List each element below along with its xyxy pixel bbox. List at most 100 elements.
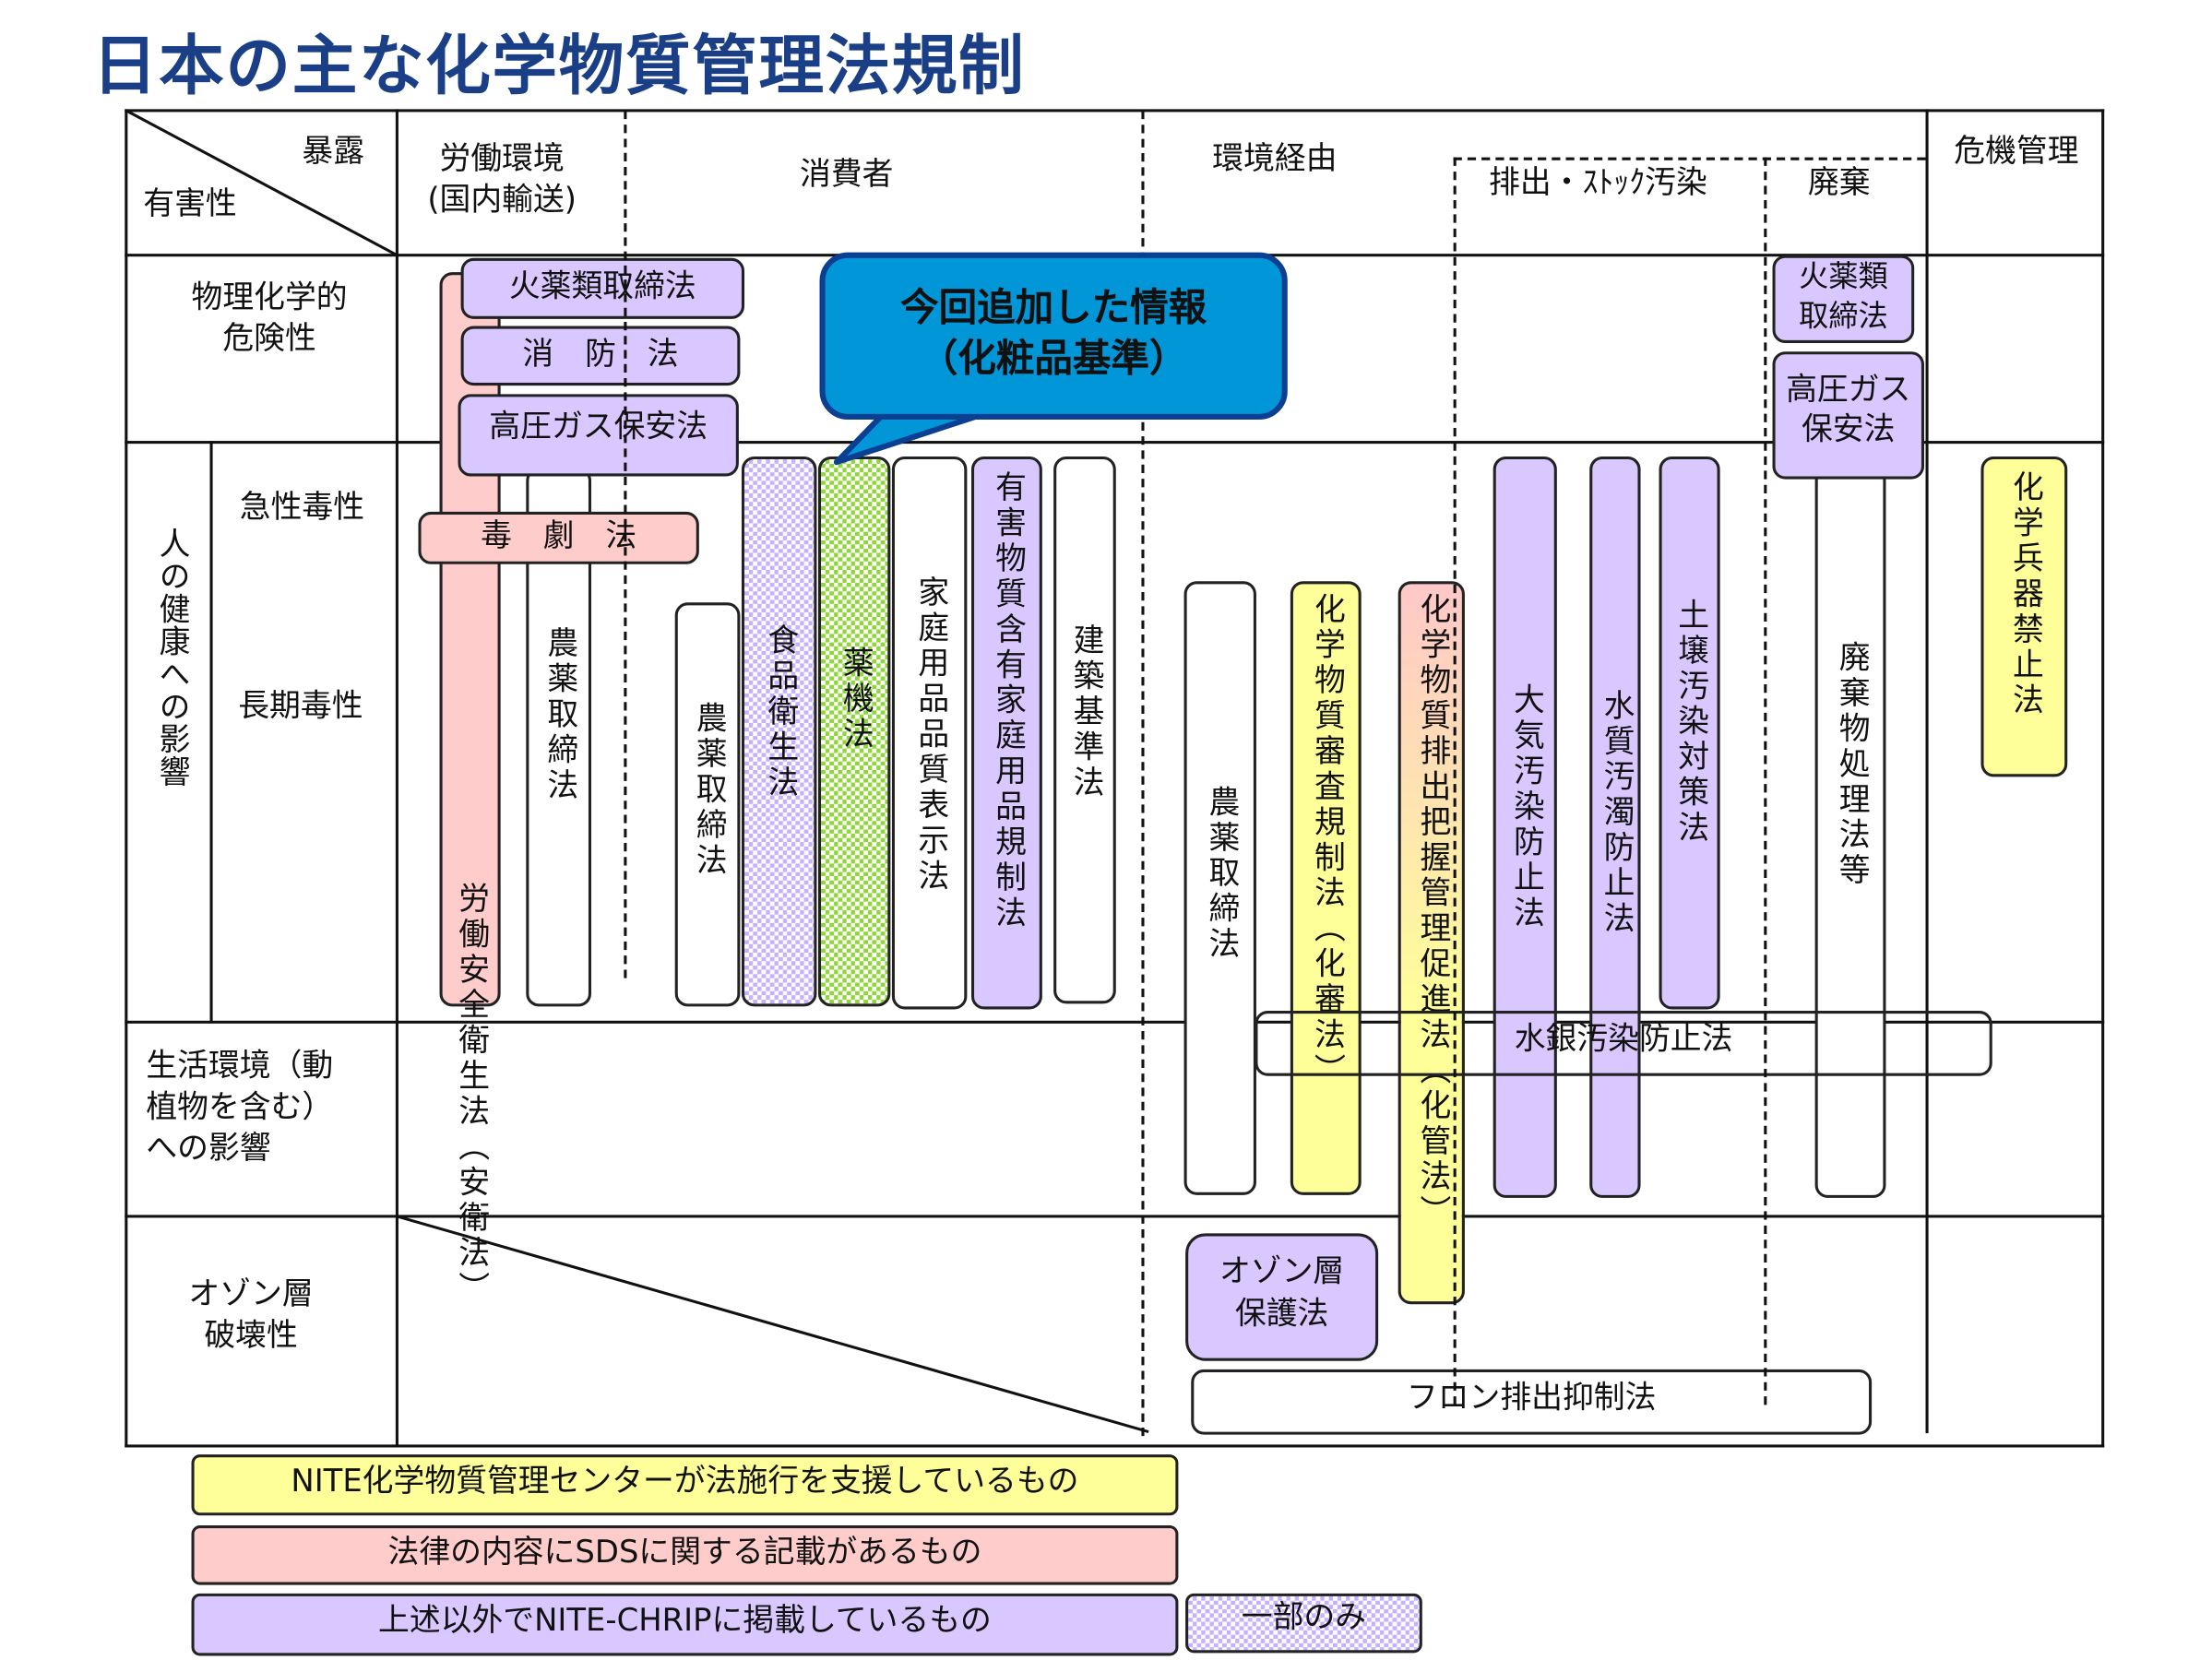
dashed-divider-emission — [1453, 157, 1457, 1405]
law-label: 水銀汚染防止法 — [1514, 1022, 1733, 1058]
header-emission: 排出・ｽﾄｯｸ汚染 — [1489, 165, 1707, 202]
legend-purple: 上述以外でNITE-CHRIPに掲載しているもの — [191, 1593, 1179, 1656]
law-label: 労働安全衛生法（安衛法） — [453, 882, 489, 1308]
crisis-column-divider — [1925, 109, 1929, 1434]
page-title: 日本の主な化学物質管理法規制 — [91, 27, 1026, 104]
law-label: 化学物質審査規制法（化審法） — [1308, 592, 1345, 1089]
legend-label: NITE化学物質管理センターが法施行を支援しているもの — [291, 1464, 1079, 1500]
callout-line2: （化粧品基準） — [919, 337, 1188, 382]
callout-new-info: 今回追加した情報 （化粧品基準） — [819, 252, 1288, 421]
header-consumer: 消費者 — [799, 157, 894, 194]
law-high-pressure-gas-disposal: 高圧ガス 保安法 — [1772, 351, 1924, 480]
law-label: 消 防 法 — [522, 337, 679, 374]
law-agri-chemicals-consumer: 農薬取締法 — [674, 602, 741, 1007]
law-soil-contamination: 土壌汚染対策法 — [1659, 456, 1720, 1010]
row-divider-living — [125, 1215, 2105, 1218]
law-label-line1: 高圧ガス — [1786, 373, 1911, 409]
law-mercury-pollution: 水銀汚染防止法 — [1255, 1011, 1992, 1076]
legend-pink: 法律の内容にSDSに関する記載があるもの — [191, 1525, 1179, 1585]
law-waste-management: 廃棄物処理法等 — [1814, 468, 1886, 1198]
row-living-line2: 植物を含む） — [146, 1090, 334, 1126]
law-label: 農薬取締法 — [1203, 785, 1239, 963]
dashed-divider-labor-consumer — [624, 110, 627, 978]
law-fluorocarbon-emission: フロン排出抑制法 — [1191, 1369, 1873, 1435]
callout-line1: 今回追加した情報 — [900, 286, 1207, 331]
law-label: 化学物質排出把握管理促進法（化管法） — [1414, 592, 1450, 1231]
law-label: 薬機法 — [837, 646, 874, 753]
law-label: 化学兵器禁止法 — [2006, 470, 2043, 719]
law-label: 家庭用品品質表示法 — [912, 575, 948, 895]
law-fire-service: 消 防 法 — [460, 326, 741, 386]
dashed-emission-top — [1453, 157, 1926, 160]
law-chemical-weapons: 化学兵器禁止法 — [1980, 456, 2068, 777]
law-label-line2: 保安法 — [1801, 412, 1896, 448]
header-labor-env-line2: (国内輸送) — [427, 182, 577, 219]
table-top-border — [125, 109, 2105, 113]
row-ozone-line2: 破壊性 — [204, 1317, 298, 1354]
law-label-line1: オゾン層 — [1219, 1254, 1345, 1290]
law-poisonous-substances: 毒 劇 法 — [418, 511, 699, 564]
row-physchem-line1: 物理化学的 — [191, 280, 348, 316]
header-labor-env-line1: 労働環境 — [439, 141, 565, 178]
law-label: 火薬類取締法 — [508, 269, 696, 305]
law-label: 建築基準法 — [1067, 623, 1103, 801]
row-divider-health — [125, 1020, 2105, 1024]
law-label: 土壌汚染対策法 — [1672, 598, 1708, 847]
law-household-harmful: 有害物質含有家庭用品規制法 — [970, 456, 1042, 1010]
row-ozone-line1: オゾン層 — [188, 1277, 314, 1313]
row-acute: 急性毒性 — [239, 490, 365, 527]
law-label: 大気汚染防止法 — [1507, 682, 1544, 931]
header-labor-env: 労働環境 (国内輸送) — [427, 140, 577, 221]
table-bottom-border — [125, 1444, 2105, 1448]
row-living-line3: への影響 — [146, 1131, 271, 1168]
row-physchem: 物理化学的 危険性 — [192, 279, 348, 361]
law-explosives: 火薬類取締法 — [460, 257, 745, 319]
law-label: 毒 劇 法 — [481, 518, 637, 555]
row-living-line1: 生活環境（動 — [146, 1049, 334, 1085]
header-crisis: 危機管理 — [1954, 135, 2079, 171]
header-disposal: 廃棄 — [1807, 165, 1871, 202]
row-ozone: オゾン層 破壊性 — [188, 1275, 313, 1357]
health-subcolumn-divider — [209, 441, 213, 1023]
legend-yellow: NITE化学物質管理センターが法施行を支援しているもの — [191, 1454, 1179, 1516]
row-human-health: 人の健康への影響 — [153, 527, 189, 788]
law-household-labeling: 家庭用品品質表示法 — [891, 456, 968, 1010]
legend-partial: 一部のみ — [1185, 1593, 1422, 1654]
law-label: 高圧ガス保安法 — [489, 409, 708, 445]
law-label-line1: 火薬類 — [1798, 259, 1888, 294]
law-high-pressure-gas: 高圧ガス保安法 — [458, 394, 739, 477]
law-label-line2: 保護法 — [1234, 1297, 1329, 1333]
table-left-border — [125, 109, 128, 1448]
label-column-divider — [395, 109, 398, 1448]
header-exposure: 暴露 — [302, 135, 365, 171]
law-cscl: 化学物質審査規制法（化審法） — [1290, 581, 1362, 1195]
law-label: 水質汚濁防止法 — [1598, 689, 1634, 938]
row-physchem-line2: 危険性 — [222, 321, 316, 357]
header-hazard: 有害性 — [143, 186, 237, 223]
law-label: 農薬取締法 — [690, 701, 727, 880]
law-ozone-protection: オゾン層 保護法 — [1185, 1233, 1379, 1361]
law-label: フロン排出抑制法 — [1406, 1381, 1657, 1417]
row-chronic: 長期毒性 — [238, 689, 363, 725]
legend-label: 法律の内容にSDSに関する記載があるもの — [387, 1535, 982, 1571]
law-agri-chemicals-env: 農薬取締法 — [1183, 581, 1256, 1195]
law-label: 農薬取締法 — [541, 626, 577, 804]
law-food-sanitation: 食品衛生法 — [741, 456, 817, 1007]
row-divider-physchem — [125, 441, 2105, 445]
legend-label: 一部のみ — [1241, 1600, 1367, 1636]
legend-label: 上述以外でNITE-CHRIPに掲載しているもの — [378, 1603, 992, 1640]
law-label: 食品衛生法 — [762, 623, 798, 801]
law-pmd-act: 薬機法 — [817, 456, 891, 1007]
row-living-env: 生活環境（動 植物を含む） への影響 — [146, 1046, 333, 1169]
table-right-border — [2101, 109, 2105, 1448]
dashed-divider-disposal — [1764, 157, 1767, 1405]
law-explosives-disposal: 火薬類 取締法 — [1772, 255, 1915, 344]
law-label: 有害物質含有家庭用品規制法 — [989, 470, 1026, 931]
header-via-env: 環境経由 — [1212, 141, 1338, 178]
law-label-line2: 取締法 — [1798, 299, 1888, 334]
law-label: 廃棄物処理法等 — [1833, 640, 1870, 889]
dashed-divider-consumer-env — [1141, 110, 1145, 1437]
